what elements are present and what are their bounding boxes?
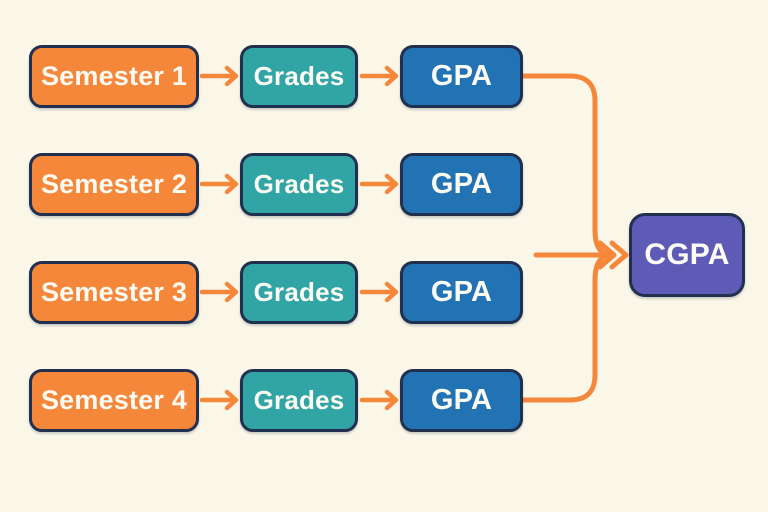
arrowhead-icon <box>384 65 399 87</box>
node-grades-1: Grades <box>240 45 358 108</box>
node-label: GPA <box>430 168 493 200</box>
node-semester-3: Semester 3 <box>29 261 199 324</box>
arrowhead-icon <box>609 240 629 270</box>
node-gpa-3: GPA <box>400 261 523 324</box>
arrowhead-icon <box>384 173 399 195</box>
node-gpa-4: GPA <box>400 369 523 432</box>
node-label: Semester 4 <box>40 385 188 415</box>
node-label: CGPA <box>644 238 730 271</box>
connector-gpa1-cgpa <box>520 73 615 258</box>
node-label: GPA <box>430 276 493 308</box>
arrowhead-icon <box>224 173 239 195</box>
node-grades-4: Grades <box>240 369 358 432</box>
connector-gpa4-cgpa <box>520 252 615 403</box>
node-label: Grades <box>253 169 345 199</box>
node-gpa-1: GPA <box>400 45 523 108</box>
arrowhead-icon <box>224 65 239 87</box>
node-semester-2: Semester 2 <box>29 153 199 216</box>
node-grades-3: Grades <box>240 261 358 324</box>
node-gpa-2: GPA <box>400 153 523 216</box>
node-label: Semester 3 <box>40 277 188 307</box>
node-label: GPA <box>430 60 493 92</box>
node-label: Semester 1 <box>40 61 188 91</box>
node-grades-2: Grades <box>240 153 358 216</box>
node-label: Grades <box>253 61 345 91</box>
arrowhead-icon <box>224 281 239 303</box>
arrowhead-icon <box>224 389 239 411</box>
arrowhead-icon <box>384 281 399 303</box>
arrowhead-icon <box>384 389 399 411</box>
node-label: Grades <box>253 385 345 415</box>
node-label: Semester 2 <box>40 169 188 199</box>
node-cgpa: CGPA <box>629 213 745 297</box>
node-label: GPA <box>430 384 493 416</box>
node-label: Grades <box>253 277 345 307</box>
node-semester-1: Semester 1 <box>29 45 199 108</box>
node-semester-4: Semester 4 <box>29 369 199 432</box>
arrowhead-icon <box>597 240 617 270</box>
